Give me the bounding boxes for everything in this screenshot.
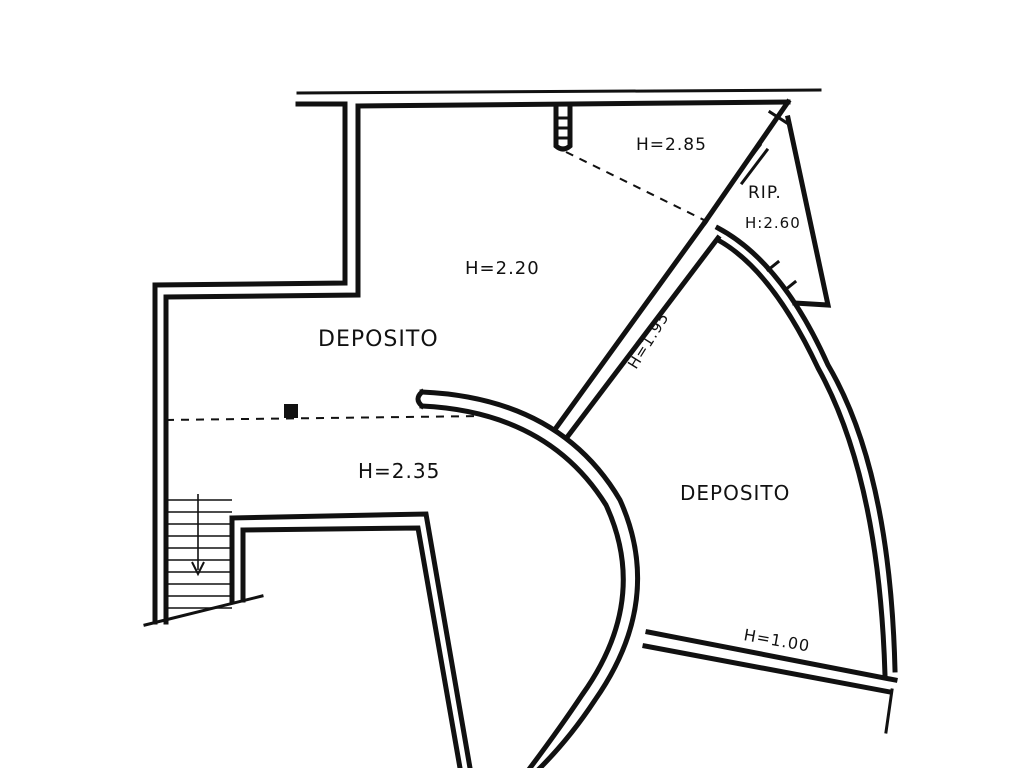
dashed-beam-lower [165, 415, 486, 421]
top-wall [295, 88, 822, 109]
diagonal-wall [552, 98, 792, 440]
deposito-right-arc [714, 224, 898, 678]
curved-wall [415, 388, 641, 768]
deposito-right-bottom-wall [642, 629, 898, 734]
inner-lower-wall [229, 511, 473, 768]
column [284, 404, 298, 418]
staircase [143, 494, 264, 627]
pillar-top [553, 105, 573, 152]
label-deposito-left: DEPOSITO [318, 327, 439, 352]
label-height-diagonal-wall: H=1.95 [624, 309, 673, 372]
label-height-top-right: H=2.85 [636, 135, 707, 155]
dashed-beam-upper [565, 151, 709, 223]
label-height-rip: H:2.60 [745, 214, 801, 232]
label-height-main-upper: H=2.20 [465, 258, 540, 279]
label-rip: RIP. [748, 183, 782, 203]
label-height-main-lower: H=2.35 [358, 459, 440, 483]
stair-direction-arrow-icon [191, 561, 205, 577]
left-outer-wall [152, 101, 361, 625]
label-deposito-right: DEPOSITO [680, 481, 790, 505]
rip-room-walls [767, 109, 832, 308]
